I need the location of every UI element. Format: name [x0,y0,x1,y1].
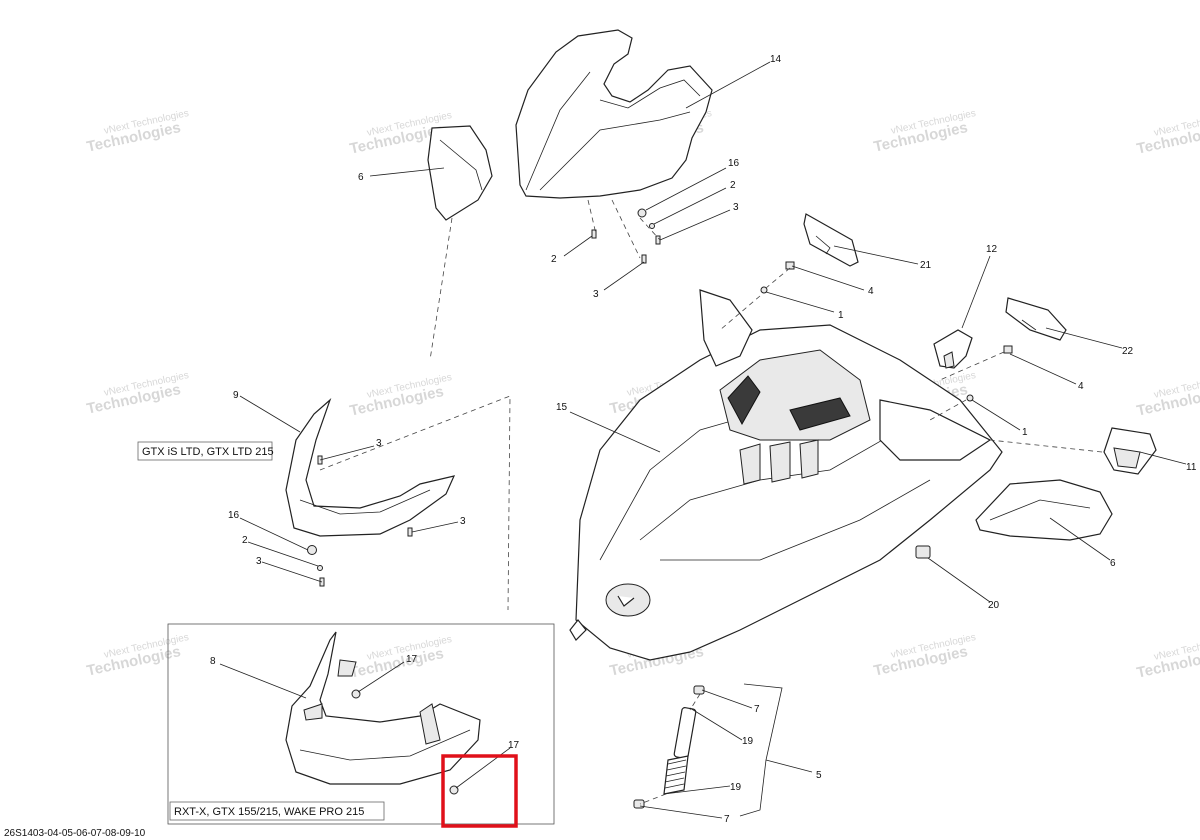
part-6-side-panel-right [975,479,1113,541]
part-11-clip [1103,427,1157,475]
washer-4 [760,286,768,294]
callout-20: 20 [988,600,1000,611]
callout-21: 21 [920,260,932,271]
watermark: vNext Technologies Technologies [85,370,190,418]
part-20-grommet [915,545,931,559]
watermark: vNext Technologies Technologies [85,108,190,156]
watermark: vNext Technologies Technologies [872,108,977,156]
nut-16 [307,545,317,555]
callout-11: 11 [1186,462,1197,473]
watermark: vNext Technologies Technologies [85,632,190,680]
part-5-gas-spring [633,685,705,809]
callout-3: 3 [733,202,739,213]
assembly-lines [319,199,1103,805]
callout-19: 19 [730,782,742,793]
caption-rxt: RXT-X, GTX 155/215, WAKE PRO 215 [174,806,364,818]
callout-9: 9 [233,390,239,401]
callout-14: 14 [770,54,782,65]
screw-3 [641,254,647,264]
highlight-box-17 [441,754,518,828]
part-21-mirror [785,213,859,270]
part-15-deck [569,289,1003,661]
watermark: vNext Technologies Technologies [872,632,977,680]
callout-7: 7 [754,704,760,715]
diagram-code: 26S1403-04-05-06-07-08-09-10 [4,828,146,839]
callout-1: 1 [1022,427,1028,438]
callout-16: 16 [728,158,740,169]
callout-7: 7 [724,814,730,825]
part-8-front-trim [285,631,481,785]
callout-5: 5 [816,770,822,781]
callout-12: 12 [986,244,998,255]
nut-16 [637,208,647,218]
variant-box-rxt [167,623,555,825]
caption-box-rxt [169,801,385,821]
part-9-front-trim [285,398,456,537]
screw-2 [591,229,597,239]
part-6-side-panel-left [427,125,493,221]
washer-2 [317,565,323,571]
leader-lines [219,61,1187,819]
part-12-bracket [933,329,973,369]
callout-3: 3 [256,556,262,567]
callout-4: 4 [1078,381,1084,392]
callout-2: 2 [551,254,557,265]
watermark: vNext Technologies Technologies [1135,110,1200,158]
screw-3 [655,235,661,245]
callout-15: 15 [556,402,568,413]
callout-6: 6 [358,172,364,183]
part-14-cover [515,29,713,199]
callout-2: 2 [242,535,248,546]
callout-16: 16 [228,510,240,521]
callout-3: 3 [593,289,599,300]
caption-box-gtx-ltd [137,441,273,461]
part-22-mirror [1003,297,1067,354]
callouts: 14 6 16 2 3 2 3 21 4 1 12 22 4 1 15 9 3 … [210,54,1197,825]
callout-22: 22 [1122,346,1134,357]
fasteners [307,208,974,795]
callout-8: 8 [210,656,216,667]
watermark: vNext Technologies Technologies [348,372,453,420]
callout-2: 2 [730,180,736,191]
callout-19: 19 [742,736,754,747]
callout-17: 17 [508,740,520,751]
callout-3: 3 [460,516,466,527]
washer-4 [966,394,974,402]
callout-6: 6 [1110,558,1116,569]
screw-3 [407,527,413,537]
callout-4: 4 [868,286,874,297]
watermark: vNext Technologies Technologies [1135,634,1200,682]
callout-17: 17 [406,654,418,665]
caption-gtx-ltd: GTX iS LTD, GTX LTD 215 [142,446,274,458]
watermark: vNext Technologies Technologies [348,634,453,682]
callout-3: 3 [376,438,382,449]
washer-2 [649,223,655,229]
watermark: vNext Technologies Technologies [1135,372,1200,420]
callout-1: 1 [838,310,844,321]
